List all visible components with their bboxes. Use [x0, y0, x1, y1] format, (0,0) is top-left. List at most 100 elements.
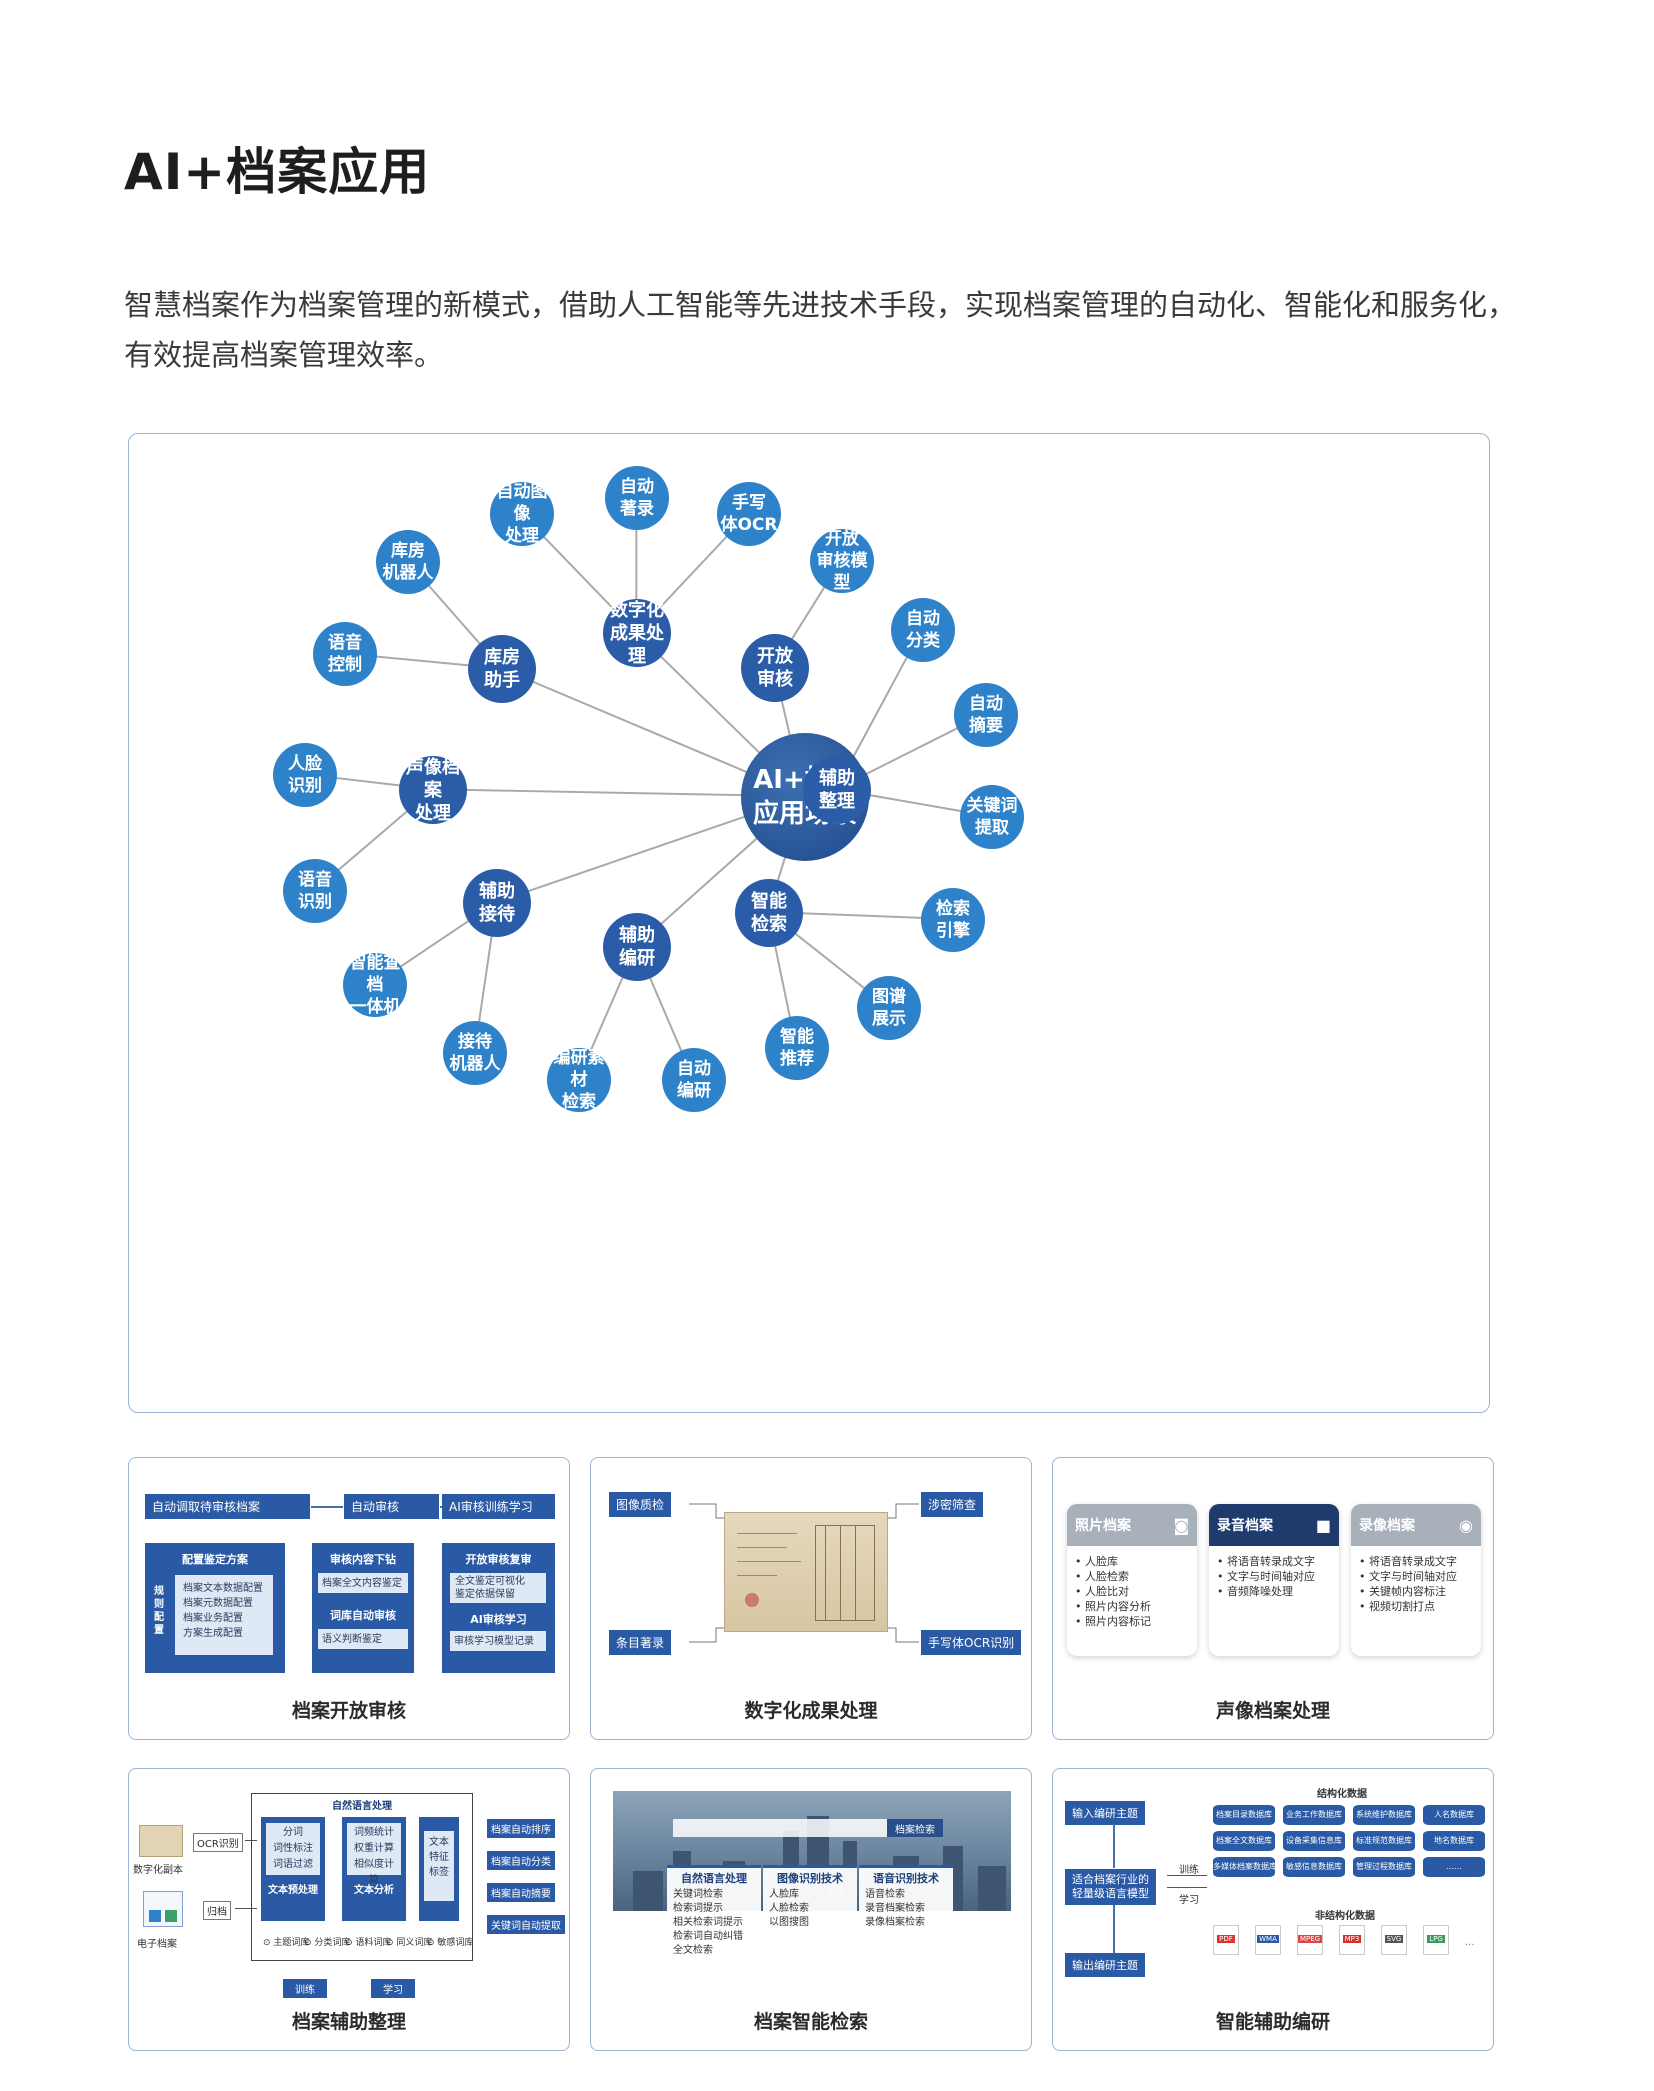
leaf-node: 手写 体OCR [717, 482, 781, 546]
leaf-node: 语音 识别 [283, 859, 347, 923]
mindmap-connectors [304, 497, 991, 1080]
config-items: 档案文本数据配置 档案元数据配置 档案业务配置 方案生成配置 [175, 1575, 273, 1655]
leaf-node: 编研素材 检索 [547, 1048, 611, 1112]
card-title: 声像档案处理 [1215, 1700, 1330, 1722]
media-card: 录音档案 ■ • 将语音转录成文字 • 文字与时间轴对应 • 音频降噪处理 [1209, 1504, 1339, 1656]
branch-node: 辅助 整理 [803, 756, 871, 824]
analysis-block: 词频统计 权重计算 相似度计算 文本分析 [342, 1817, 406, 1921]
branch-node: 库房 助手 [468, 635, 536, 703]
database-cylinder: 档案目录数据库 [1213, 1805, 1275, 1825]
leaf-node: 智能查档 一体机 [343, 953, 407, 1017]
branch-node: 声像档案 处理 [399, 756, 467, 824]
step-auto-fetch: 自动调取待审核档案 [145, 1494, 310, 1519]
branch-node: 辅助 编研 [603, 913, 671, 981]
media-list-item: • 照片内容分析 [1075, 1600, 1151, 1613]
page-title: AI+档案应用 [124, 143, 431, 201]
dictionary-label: ⊙ 主题词库 [263, 1938, 310, 1948]
branch-node: 数字化 成果处理 [603, 599, 671, 667]
card-smart-search: 档案检索 自然语言处理 关键词检索 检索词提示 相关检索词提示 检索词自动纠错 … [590, 1768, 1032, 2051]
leaf-node: 自动 分类 [891, 598, 955, 662]
step-auto-review: 自动审核 [344, 1494, 439, 1519]
media-card: 照片档案 ◙ • 人脸库 • 人脸检索 • 人脸比对 • 照片内容分析 • 照片内容标记 [1067, 1504, 1197, 1656]
tag-entry-catalog: 条目著录 [609, 1630, 672, 1655]
search-button[interactable]: 档案检索 [887, 1819, 943, 1837]
database-cylinder: 档案全文数据库 [1213, 1831, 1275, 1851]
tag-handwriting-ocr: 手写体OCR识别 [921, 1630, 1022, 1655]
nlp-frame: 自然语言处理 [251, 1793, 473, 1961]
tag-image-qc: 图像质检 [609, 1492, 672, 1517]
branch-node: 辅助 接待 [463, 869, 531, 937]
branch-node: 智能 检索 [735, 879, 803, 947]
leaf-node: 检索 引擎 [921, 888, 985, 952]
media-list-item: • 文字与时间轴对应 [1359, 1570, 1457, 1583]
database-cylinder: …… [1423, 1857, 1485, 1877]
leaf-node: 语音 控制 [313, 622, 377, 686]
file-type-icon: PDF [1213, 1925, 1239, 1955]
media-list-item: • 视频切割打点 [1359, 1600, 1435, 1613]
database-cylinder: 地名数据库 [1423, 1831, 1485, 1851]
media-list-item: • 关键帧内容标注 [1359, 1585, 1446, 1598]
branch-node: 开放 审核 [741, 634, 809, 702]
media-card-title: 录音档案 [1217, 1518, 1273, 1534]
col-drilldown: 审核内容下钻 档案全文内容鉴定 词库自动审核 语义判断鉴定 [312, 1543, 414, 1673]
media-list-item: • 人脸检索 [1075, 1570, 1129, 1583]
media-list-item: • 音频降噪处理 [1217, 1585, 1293, 1598]
leaf-node: 人脸 识别 [273, 743, 337, 807]
card-open-review: 自动调取待审核档案 自动审核 AI审核训练学习 配置鉴定方案 规则配置 档案文本… [128, 1457, 570, 1740]
col-recheck: 开放审核复审 全文鉴定可视化 鉴定依据保留 AI审核学习 审核学习模型记录 [442, 1543, 555, 1673]
media-list-item: • 照片内容标记 [1075, 1615, 1151, 1628]
panel-speech-recognition: 语音识别技术 语音检索 录音档案检索 录像档案检索 [859, 1865, 953, 1947]
digitization-connectors [689, 1503, 919, 1643]
preprocess-block: 分词 词性标注 词语过滤 文本预处理 [261, 1817, 325, 1921]
col-config-scheme: 配置鉴定方案 规则配置 档案文本数据配置 档案元数据配置 档案业务配置 方案生成… [145, 1543, 285, 1673]
dictionary-label: ⊙ 同义词库 [386, 1938, 433, 1948]
database-cylinder: 敏感信息数据库 [1283, 1857, 1345, 1877]
media-list-item: • 人脸库 [1075, 1555, 1118, 1568]
card-title: 档案开放审核 [291, 1700, 406, 1722]
card-digitization: 图像质检 涉密筛查 条目著录 手写体OCR识别 数字化成果处理 [590, 1457, 1032, 1740]
camera-icon: ◙ [1173, 1515, 1189, 1535]
leaf-node: 智能 推荐 [765, 1016, 829, 1080]
file-type-icon: WMA [1255, 1925, 1281, 1955]
video-icon: ■ [1315, 1515, 1331, 1535]
leaf-node: 图谱 展示 [857, 976, 921, 1040]
leaf-node: 自动 著录 [605, 466, 669, 530]
media-list-item: • 将语音转录成文字 [1217, 1555, 1315, 1568]
leaf-node: 关键词 提取 [960, 785, 1024, 849]
media-list-item: • 文字与时间轴对应 [1217, 1570, 1315, 1583]
card-assist-compile: 输入编研主题 适合档案行业的 轻量级语言模型 输出编研主题 训练 学习 结构化数… [1052, 1768, 1494, 2051]
scan-copy-thumb [139, 1825, 183, 1857]
leaf-node: 开放 审核模型 [810, 529, 874, 593]
database-cylinder: 人名数据库 [1423, 1805, 1485, 1825]
leaf-node: 接待 机器人 [443, 1021, 507, 1085]
media-card-head: 录像档案◉ [1351, 1504, 1481, 1546]
card-av-archives: 照片档案 ◙ • 人脸库 • 人脸检索 • 人脸比对 • 照片内容分析 • 照片内容标记 录音… [1052, 1457, 1494, 1740]
archive-document-image [724, 1512, 888, 1632]
file-type-icon: MP3 [1339, 1925, 1365, 1955]
media-card-title: 照片档案 [1075, 1518, 1131, 1534]
dictionary-label: ⊙ 分类词库 [304, 1938, 351, 1948]
panel-image-recognition: 图像识别技术 人脸库 人脸检索 以图搜图 [763, 1865, 857, 1947]
dictionary-label: ⊙ 语料词库 [345, 1938, 392, 1948]
database-cylinder: 系统维护数据库 [1353, 1805, 1415, 1825]
media-card: 录像档案◉ • 将语音转录成文字 • 文字与时间轴对应 • 关键帧内容标注 • 视频切割… [1351, 1504, 1481, 1656]
panel-nlp: 自然语言处理 关键词检索 检索词提示 相关检索词提示 检索词自动纠错 全文检索 [667, 1865, 761, 1977]
database-cylinder: 业务工作数据库 [1283, 1805, 1345, 1825]
database-cylinder: 管理过程数据库 [1353, 1857, 1415, 1877]
database-cylinder: 多媒体档案数据库 [1213, 1857, 1275, 1877]
search-bar[interactable] [673, 1819, 887, 1837]
card-title: 数字化成果处理 [744, 1700, 878, 1722]
media-list-item: • 将语音转录成文字 [1359, 1555, 1457, 1568]
leaf-node: 自动 摘要 [954, 683, 1018, 747]
file-type-icon: MPEG [1297, 1925, 1323, 1955]
database-cylinder: 标准规范数据库 [1353, 1831, 1415, 1851]
card-title: 档案智能检索 [753, 2011, 868, 2033]
step-arrow [311, 1506, 343, 1508]
e-archive-thumb [143, 1891, 183, 1927]
media-list-item: • 人脸比对 [1075, 1585, 1129, 1598]
intro-text: 智慧档案作为档案管理的新模式，借助人工智能等先进技术手段，实现档案管理的自动化、… [124, 288, 1517, 372]
database-cylinder: 设备采集信息库 [1283, 1831, 1345, 1851]
feature-tag-block: 文本特征标签 [419, 1817, 459, 1921]
leaf-node: 库房 机器人 [376, 530, 440, 594]
